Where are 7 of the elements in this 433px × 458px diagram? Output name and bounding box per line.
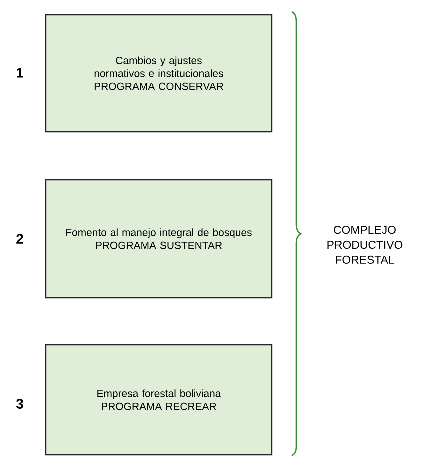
group-label: COMPLEJO PRODUCTIVO FORESTAL (328, 226, 403, 264)
program-box: Empresa forestal boliviana PROGRAMA RECREAR (45, 344, 273, 456)
row-number: 3 (16, 399, 24, 409)
row-number: 2 (16, 234, 24, 244)
row-number: 1 (17, 68, 24, 78)
program-box: Cambios y ajustes normativos e institucionales PROGRAMA CONSERVAR (45, 14, 273, 133)
program-box: Fomento al manejo integral de bosques PROGRAMA SUSTENTAR (45, 179, 273, 299)
